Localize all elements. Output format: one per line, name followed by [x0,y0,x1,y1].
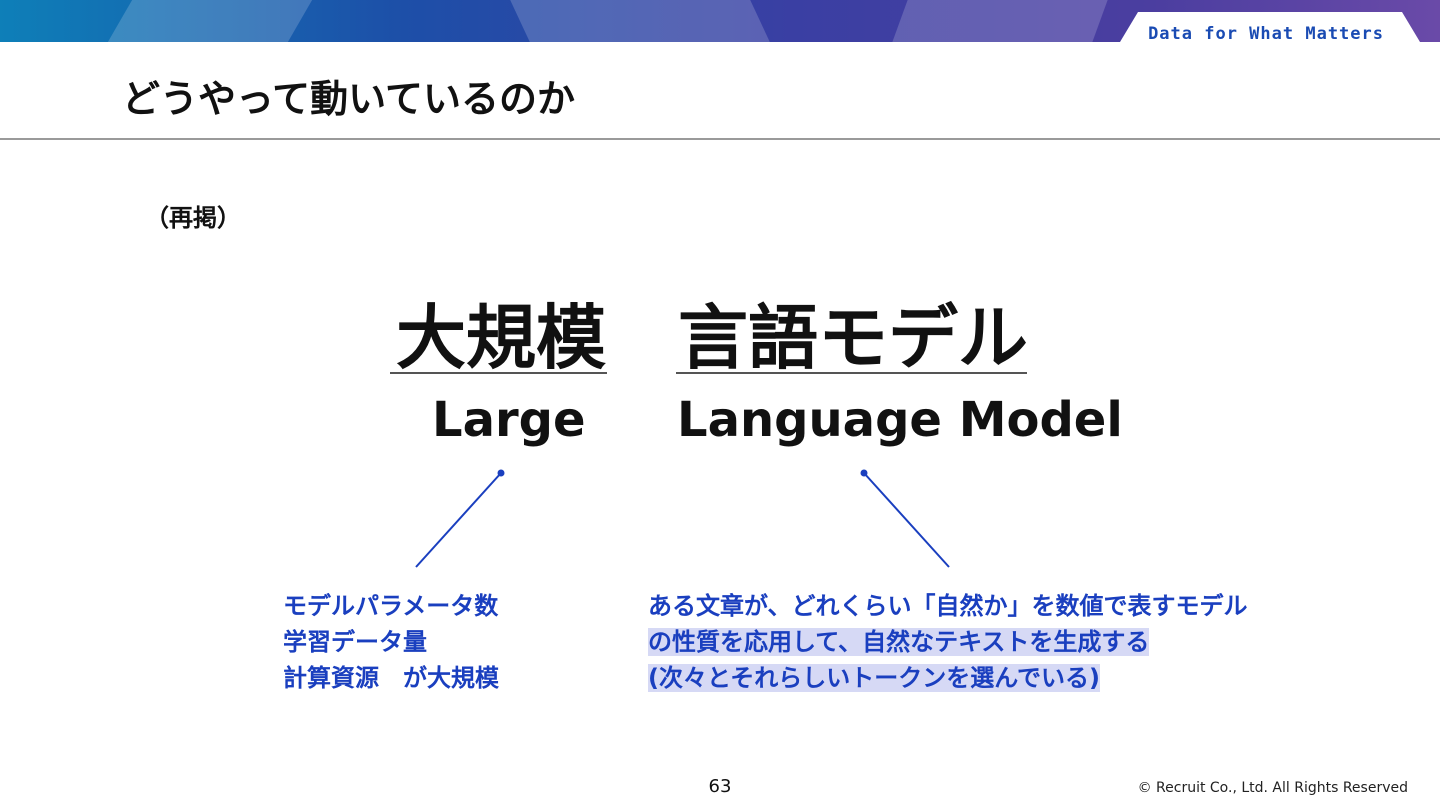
description-line: モデルパラメータ数 [283,592,499,620]
connector-line-left [415,472,502,568]
term-jp-large: 大規模 [396,297,606,379]
title-divider [0,138,1440,140]
large-description: モデルパラメータ数 学習データ量 計算資源 が大規模 [283,588,499,696]
description-line-wrap: (次々とそれらしいトークンを選んでいる) [648,660,1248,696]
tagline-tab [1120,12,1420,42]
description-line-wrap: の性質を応用して、自然なテキストを生成する [648,624,1248,660]
term-jp-language-model: 言語モデル [678,297,1028,379]
term-underline-left [390,372,607,374]
highlighted-description-line: (次々とそれらしいトークンを選んでいる) [648,664,1101,692]
term-underline-right [676,372,1027,374]
copyright-notice: © Recruit Co., Ltd. All Rights Reserved [1137,780,1408,796]
description-line: 学習データ量 [283,628,427,656]
term-en-large: Large [432,392,586,448]
page-number: 63 [708,776,732,797]
slide-title: どうやって動いているのか [122,77,575,121]
term-en-language-model: Language Model [677,392,1123,448]
connector-line-right [863,472,950,568]
highlighted-description-line: の性質を応用して、自然なテキストを生成する [648,628,1150,656]
brand-tagline: Data for What Matters [1148,24,1384,44]
description-line: ある文章が、どれくらい「自然か」を数値で表すモデル [648,592,1248,620]
language-model-description: ある文章が、どれくらい「自然か」を数値で表すモデル の性質を応用して、自然なテキ… [648,588,1248,696]
reprint-note: （再掲） [145,204,241,232]
description-line: 計算資源 が大規模 [283,664,499,692]
